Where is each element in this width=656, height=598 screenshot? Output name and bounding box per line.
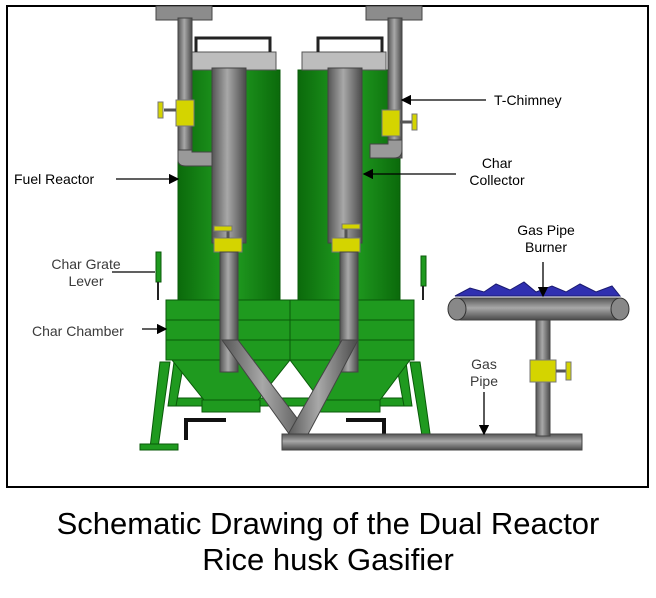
fuel-reactor-tube: [211, 67, 247, 244]
label-char-grate-lever-line1: Char Grate: [51, 256, 121, 272]
char-collector-tube: [327, 67, 363, 244]
gas-pipe: [281, 433, 583, 451]
label-t-chimney: T-Chimney: [494, 92, 562, 108]
label-gas-pipe-burner-line1: Gas Pipe: [517, 222, 575, 238]
label-gas-pipe-burner: Gas Pipe Burner: [504, 222, 588, 256]
figure-caption: Schematic Drawing of the Dual Reactor Ri…: [0, 506, 656, 578]
caption-line-1: Schematic Drawing of the Dual Reactor: [56, 506, 600, 541]
diagram-frame: [6, 5, 649, 488]
char-chamber: [165, 299, 415, 361]
gas-pipe-burner: [447, 281, 630, 321]
label-char-collector-line2: Collector: [469, 172, 525, 188]
label-char-grate-lever-line2: Lever: [68, 273, 104, 289]
left-t-chimney: [155, 5, 213, 167]
stand-feet: [184, 418, 386, 440]
label-char-collector: Char Collector: [458, 155, 536, 189]
label-char-collector-line1: Char: [481, 155, 513, 171]
char-grate-lever-left: [155, 251, 162, 300]
label-gas-pipe: Gas Pipe: [456, 356, 512, 390]
label-gas-pipe-line1: Gas: [471, 356, 497, 372]
burner-flames: [454, 281, 622, 297]
char-grate-lever-right: [420, 255, 427, 300]
burner-valve: [529, 359, 572, 383]
label-char-chamber: Char Chamber: [32, 323, 124, 339]
label-gas-pipe-burner-line2: Burner: [524, 239, 568, 255]
label-fuel-reactor: Fuel Reactor: [14, 171, 95, 187]
label-gas-pipe-line2: Pipe: [469, 373, 499, 389]
caption-line-2: Rice husk Gasifier: [202, 542, 454, 577]
leader-arrows: [112, 94, 549, 436]
right-t-chimney: [365, 5, 423, 159]
label-char-grate-lever: Char Grate Lever: [40, 256, 132, 290]
